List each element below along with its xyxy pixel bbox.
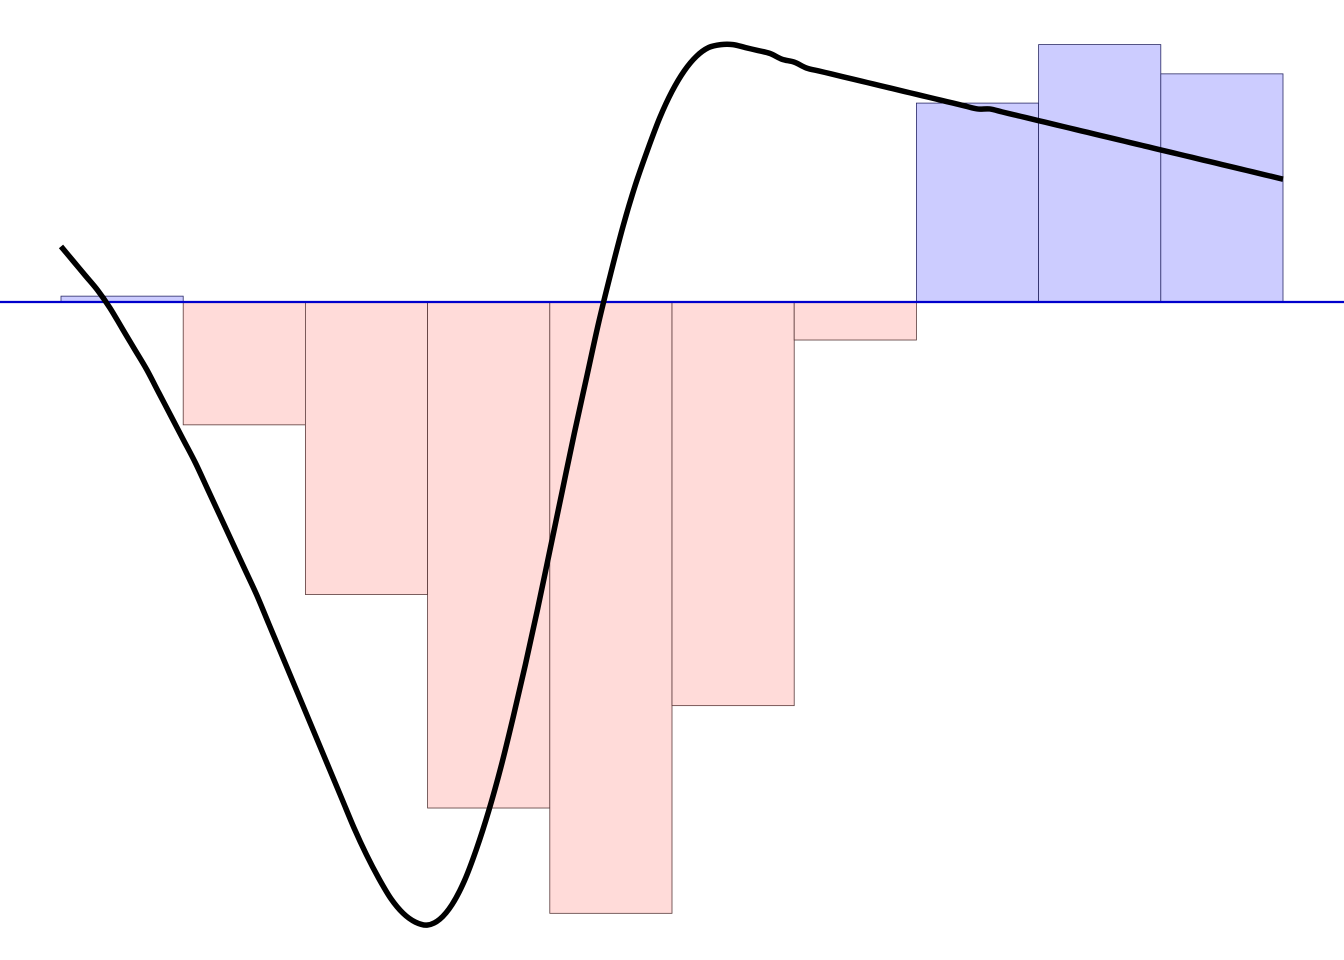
bar-3 (304, 301, 428, 595)
bar-4 (427, 301, 551, 809)
bar-6 (671, 301, 795, 707)
bar-2 (182, 301, 306, 426)
bar-10 (1160, 73, 1284, 303)
bar-8 (916, 102, 1040, 303)
bar-7 (793, 301, 917, 341)
bar-5 (549, 301, 673, 914)
bar-9 (1038, 44, 1162, 303)
bars-layer (60, 44, 1284, 914)
function-curve (58, 41, 1284, 928)
